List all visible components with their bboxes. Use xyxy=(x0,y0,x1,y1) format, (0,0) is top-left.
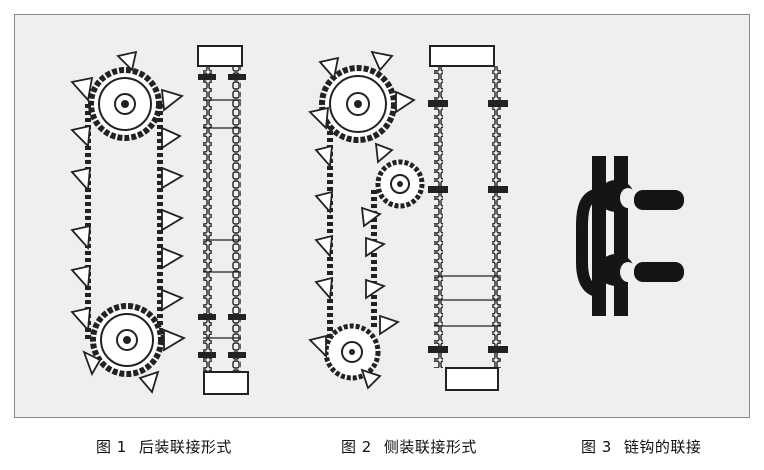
figure-3-title: 链钩的联接 xyxy=(623,438,702,456)
figure-2-side-mount xyxy=(308,45,508,391)
bolt-top xyxy=(634,190,684,210)
figure-3-number: 图 3 xyxy=(581,438,612,456)
figure-3-caption: 图 3 链钩的联接 xyxy=(581,436,701,457)
drive-sprocket-top xyxy=(88,67,162,141)
hook-u-bar xyxy=(576,188,610,298)
figure-2-title: 侧装联接形式 xyxy=(383,438,477,456)
scraper-teeth-right xyxy=(360,50,416,390)
side-view-chain-ladder xyxy=(428,45,508,391)
drive-sprocket-top xyxy=(319,65,397,143)
figure-2-number: 图 2 xyxy=(341,438,372,456)
vertical-link-left xyxy=(592,156,606,316)
bolt-bottom xyxy=(634,262,684,282)
scraper-teeth-right xyxy=(116,50,187,394)
figure-1-caption: 图 1 后装联接形式 xyxy=(96,436,232,457)
scraper-teeth-left xyxy=(70,76,102,377)
figure-1-rear-mount xyxy=(70,45,249,395)
figure-3-chain-hook xyxy=(576,156,684,316)
return-sprocket-bottom xyxy=(90,303,164,377)
return-sprocket-bottom xyxy=(323,323,381,381)
figure-2-caption: 图 2 侧装联接形式 xyxy=(341,436,477,457)
figure-1-number: 图 1 xyxy=(96,438,127,456)
side-view-chain-ladder xyxy=(197,45,249,395)
idler-sprocket-middle xyxy=(375,159,425,209)
vertical-link-right xyxy=(614,156,628,316)
chain-loop xyxy=(85,104,163,340)
figure-1-title: 后装联接形式 xyxy=(138,438,232,456)
chain-loop xyxy=(327,110,377,350)
scraper-teeth-left xyxy=(308,56,340,359)
